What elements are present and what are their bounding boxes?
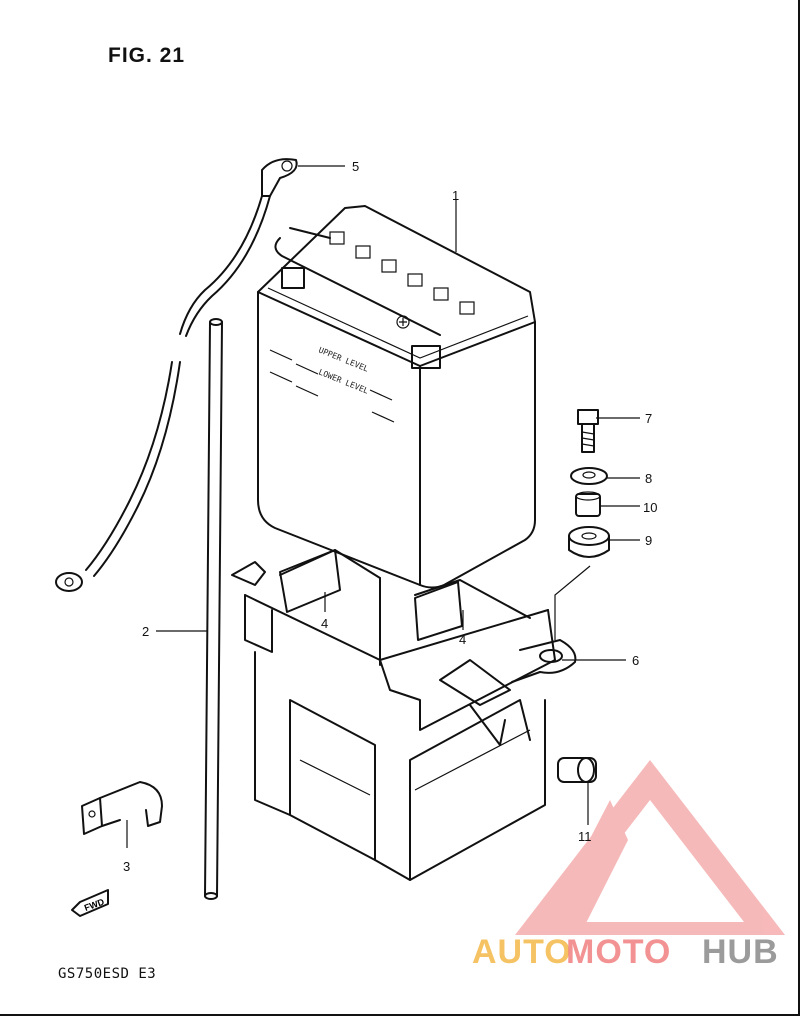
model-code: GS750ESD E3	[58, 966, 157, 982]
collar	[575, 491, 601, 517]
battery: UPPER LEVEL LOWER LEVEL	[257, 205, 536, 589]
callout-9: 9	[645, 533, 652, 548]
callout-10: 10	[643, 500, 657, 515]
watermark-part-moto: MOTO	[566, 933, 671, 971]
battery-holder	[231, 549, 577, 881]
callout-2: 2	[142, 624, 149, 639]
callouts: 1 2 3 4 4 5 6 7 8 9 10 11	[123, 159, 657, 874]
callout-3: 3	[123, 859, 130, 874]
callout-4-left: 4	[321, 616, 328, 631]
callout-5: 5	[352, 159, 359, 174]
callout-8: 8	[645, 471, 652, 486]
fwd-arrow: FWD	[71, 889, 109, 917]
spacer	[557, 757, 597, 783]
cushion-pads	[279, 549, 463, 641]
callout-1: 1	[452, 188, 459, 203]
figure-title: FIG. 21	[108, 44, 186, 67]
clamp	[81, 781, 163, 835]
breather-tube	[204, 318, 223, 900]
watermark-logo	[515, 760, 785, 935]
callout-11: 11	[578, 829, 592, 844]
callout-4-right: 4	[459, 632, 466, 647]
leader-lines	[126, 165, 640, 848]
washer	[570, 467, 608, 485]
watermark-part-hub: HUB	[702, 933, 779, 971]
battery-cable	[55, 158, 298, 592]
watermark-part-auto: AUTO	[472, 933, 572, 971]
callout-6: 6	[632, 653, 639, 668]
callout-7: 7	[645, 411, 652, 426]
grommet	[568, 526, 610, 558]
watermark-text: AUTO MOTO HUB	[472, 933, 779, 971]
battery-cell-caps	[329, 231, 475, 315]
bolt	[577, 409, 599, 453]
